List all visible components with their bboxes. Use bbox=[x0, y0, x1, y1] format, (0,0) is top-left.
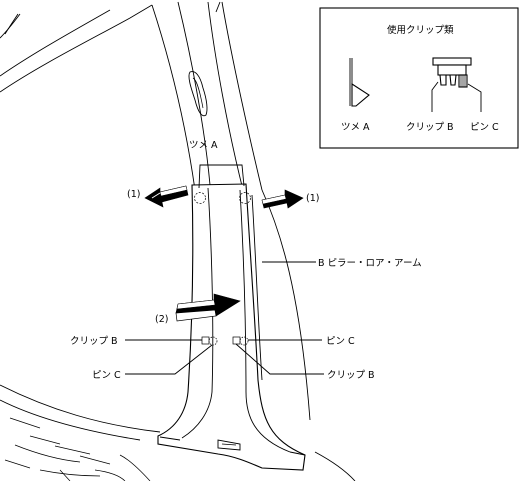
legend-item-clip-b: クリップ B bbox=[406, 122, 454, 133]
clip-legend-box: 使用クリップ類 ツメ A クリップ B ピン C bbox=[319, 7, 519, 149]
vehicle-body-outline bbox=[0, 1, 356, 481]
clip-pin-positions bbox=[201, 336, 249, 346]
legend-item-pin-c: ピン C bbox=[470, 122, 499, 133]
tab-a-label: ツメ A bbox=[189, 140, 218, 151]
clip-b-label-right: クリップ B bbox=[327, 370, 375, 381]
clip-b-pin-c-icon bbox=[431, 57, 482, 112]
pillar-label: B ピラー・ロア・アーム bbox=[318, 258, 422, 269]
arrow-2-label: (2) bbox=[155, 314, 168, 325]
arrow-1-right bbox=[261, 189, 304, 209]
pin-c-label-right: ピン C bbox=[326, 336, 355, 347]
tab-a-callout: ツメ A bbox=[189, 140, 251, 204]
leader-lines bbox=[125, 261, 324, 375]
b-pillar-lower-trim bbox=[157, 183, 306, 471]
tab-a-icon bbox=[349, 58, 370, 107]
legend-item-tab-a: ツメ A bbox=[341, 122, 370, 133]
arrow-2 bbox=[175, 293, 241, 322]
pin-c-label-left: ピン C bbox=[92, 370, 121, 381]
arrow-1-left bbox=[144, 185, 189, 208]
clip-b-label-left: クリップ B bbox=[70, 336, 118, 347]
arrow-1-right-label: (1) bbox=[306, 193, 319, 204]
arrow-1-left-label: (1) bbox=[127, 189, 140, 200]
legend-title: 使用クリップ類 bbox=[387, 24, 454, 36]
